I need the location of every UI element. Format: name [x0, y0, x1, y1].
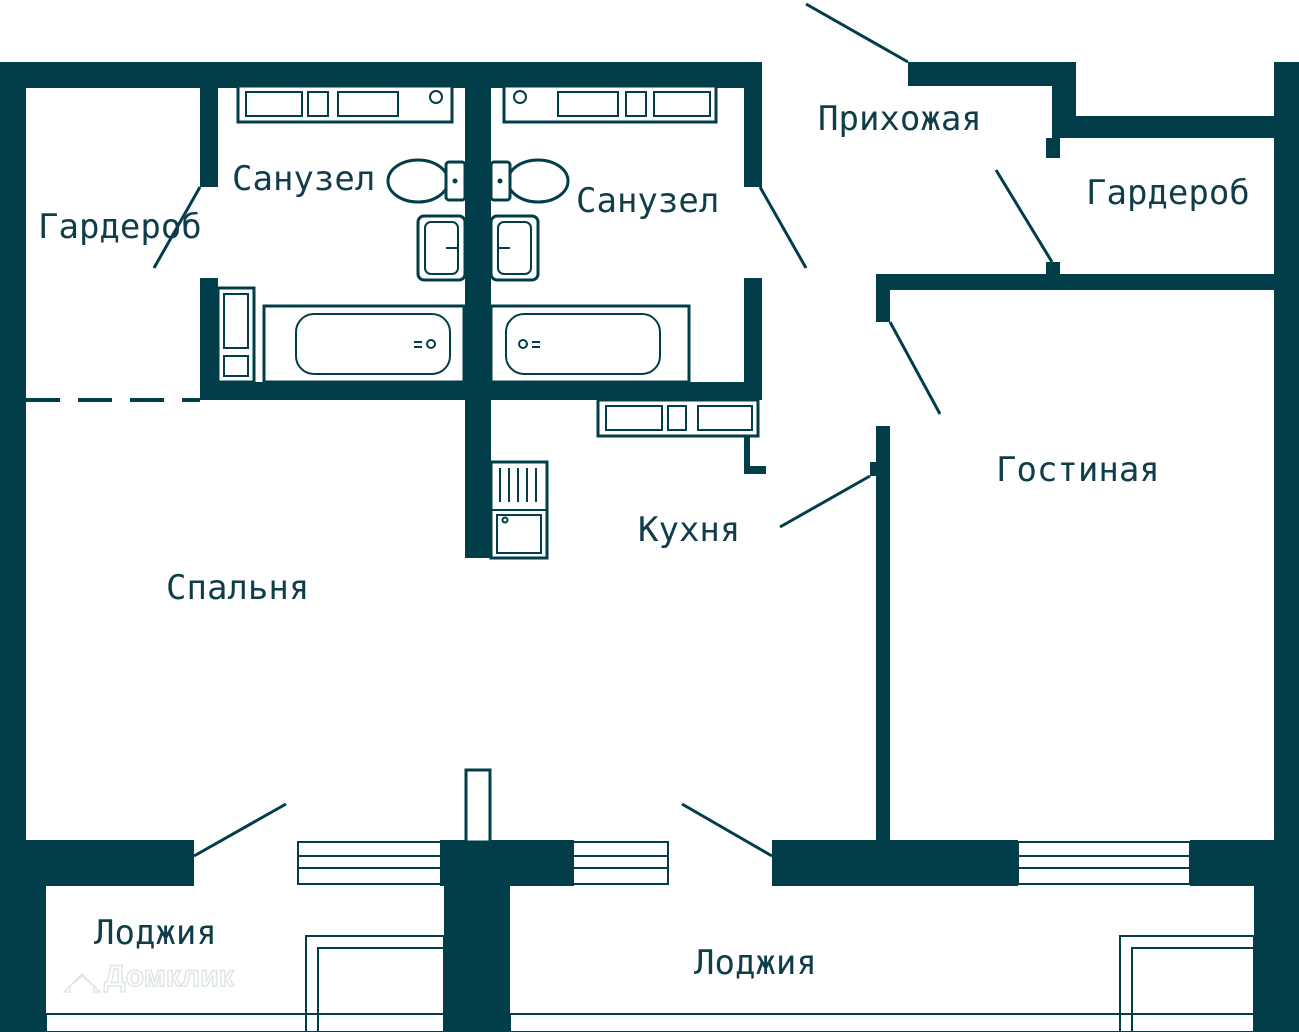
label-loggia-right: Лоджия	[694, 943, 817, 983]
wall-top-right-2	[1052, 116, 1299, 138]
kitchen-sink	[489, 460, 549, 560]
fixtures	[216, 84, 760, 560]
loggia-glazing-left	[45, 1013, 445, 1032]
loggia-frame-right	[1119, 935, 1255, 1032]
walls	[0, 62, 1299, 1032]
door-bath-right	[758, 186, 808, 269]
label-loggia-left: Лоджия	[94, 913, 217, 953]
sink-right	[489, 214, 540, 282]
label-kitchen: Кухня	[638, 510, 740, 550]
bathtub-left	[262, 304, 466, 384]
label-wardrobe-left: Гардероб	[38, 207, 202, 247]
label-wardrobe-right: Гардероб	[1086, 173, 1250, 213]
wall-living-top	[876, 274, 1299, 290]
wall-living-door-jamb	[876, 274, 890, 322]
room-labels: Гардероб Санузел Санузел Прихожая Гардер…	[38, 99, 1250, 983]
door-loggia-right	[681, 802, 773, 858]
loggia-glazing-right	[509, 1013, 1255, 1032]
door-loggia-left	[193, 802, 287, 858]
watermark-text: Домклик	[104, 960, 235, 993]
label-bedroom: Спальня	[166, 568, 309, 608]
toilet-left	[386, 158, 467, 204]
sink-left	[416, 214, 467, 282]
label-bathroom-right: Санузел	[576, 181, 719, 221]
watermark: Домклик	[62, 959, 235, 994]
wall-wardrobe-right-jamb	[1046, 262, 1060, 276]
door-kitchen	[779, 474, 871, 529]
loggia-frame-left	[305, 935, 445, 1032]
doors	[26, 2, 1054, 858]
label-hallway: Прихожая	[818, 99, 982, 139]
bathtub-right	[489, 304, 691, 384]
window-living	[1017, 841, 1191, 885]
wall-loggia-left	[0, 840, 46, 1032]
label-living-room: Гостиная	[996, 450, 1160, 490]
door-entrance	[805, 2, 909, 64]
wall-center	[465, 62, 491, 558]
wall-kitchen-stub-2	[744, 466, 766, 474]
label-bathroom-left: Санузел	[232, 159, 375, 199]
wall-bath-left	[200, 278, 218, 400]
wall-living-left-jamb	[870, 462, 878, 476]
wall-wardrobe-left	[200, 62, 218, 187]
house-logo-icon	[62, 972, 102, 993]
wall-bath-right-top	[744, 62, 762, 187]
wall-bath-right-bottom	[744, 278, 762, 400]
wall-top-left	[0, 62, 762, 88]
column	[464, 768, 492, 844]
door-wardrobe-right	[994, 169, 1054, 263]
wall-top-right	[908, 62, 1076, 86]
door-living	[888, 321, 942, 415]
loggia-frame-left-inner	[317, 947, 445, 1032]
wall-loggia-divider	[444, 840, 510, 1032]
window-kitchen	[571, 841, 669, 885]
toilet-right	[489, 158, 570, 204]
door-wardrobe-left	[152, 186, 202, 269]
wall-loggia-right	[1254, 840, 1299, 1032]
wall-wardrobe-right-post	[1046, 138, 1060, 158]
window-bedroom	[297, 841, 443, 885]
wall-living-left	[876, 426, 890, 840]
wall-kitchen-stub	[744, 430, 750, 472]
windows	[45, 841, 1255, 1032]
loggia-frame-right-inner	[1131, 947, 1255, 1032]
wall-bottom-living	[772, 840, 1018, 886]
